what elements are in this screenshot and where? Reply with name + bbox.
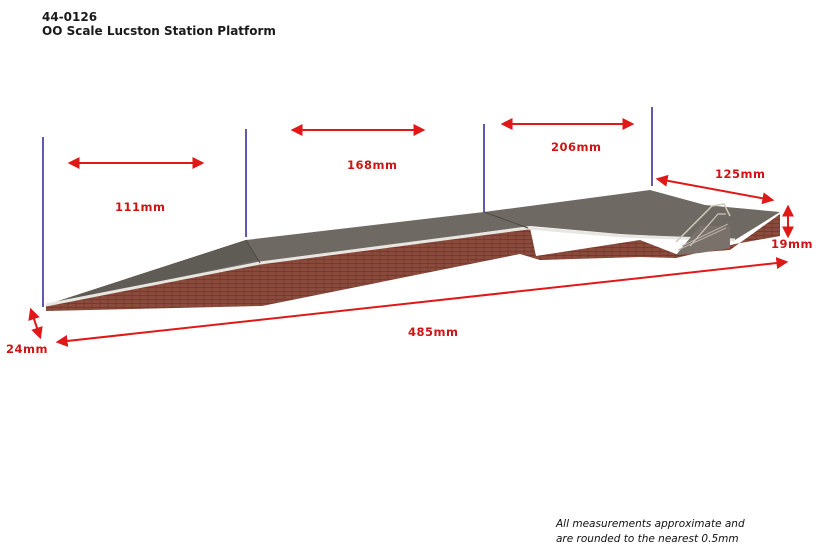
- platform-joint: [483, 211, 529, 229]
- measurement-note-line-2: are rounded to the nearest 0.5mm: [556, 533, 739, 545]
- arrow-125mm: [655, 174, 775, 205]
- platform-steps: [676, 226, 730, 255]
- measurement-note: All measurements approximate and are rou…: [556, 517, 806, 547]
- dimension-label-111mm: 111mm: [115, 200, 166, 214]
- measurement-note-line-1: All measurements approximate and: [556, 518, 745, 530]
- dimension-label-19mm: 19mm: [771, 237, 813, 251]
- dimension-label-168mm: 168mm: [347, 158, 398, 172]
- arrow-24mm: [28, 307, 43, 340]
- dimension-label-24mm: 24mm: [6, 342, 48, 356]
- dimension-label-125mm: 125mm: [715, 167, 766, 181]
- dimension-arrows: [28, 118, 794, 347]
- product-code: 44-0126: [42, 10, 98, 24]
- product-title: OO Scale Lucston Station Platform: [42, 24, 276, 38]
- platform-top-surface: [46, 190, 780, 305]
- section-dividers: [42, 107, 653, 307]
- platform-handrail: [675, 203, 731, 243]
- dimension-label-485mm: 485mm: [408, 325, 459, 339]
- dimension-label-206mm: 206mm: [551, 140, 602, 154]
- arrow-485mm: [55, 257, 789, 347]
